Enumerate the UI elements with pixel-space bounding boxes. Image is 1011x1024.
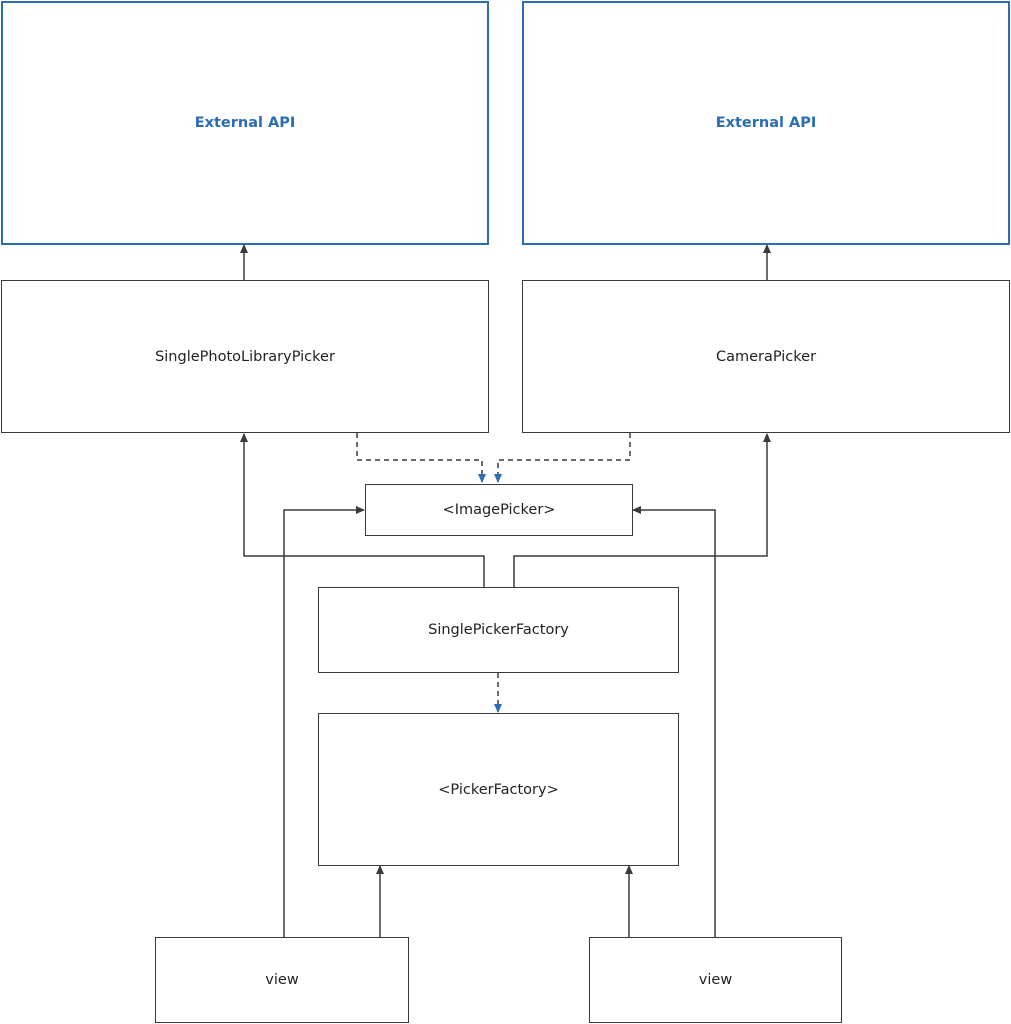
view-left-label: view [265, 972, 299, 988]
view-left-box: view [155, 937, 409, 1023]
edge-camera-picker-implements-image-picker [494, 433, 631, 483]
camera-picker-box: CameraPicker [522, 280, 1010, 433]
camera-picker-label: CameraPicker [715, 348, 817, 365]
single-photo-library-picker-label: SinglePhotoLibraryPicker [155, 348, 335, 365]
single-picker-factory-label: SinglePickerFactory [428, 622, 569, 638]
picker-factory-label: <PickerFactory> [438, 781, 559, 798]
external-api-left-label: External API [194, 115, 296, 131]
external-api-left-box: External API [1, 1, 489, 245]
single-picker-factory-box: SinglePickerFactory [318, 587, 679, 673]
external-api-right-box: External API [522, 1, 1010, 245]
edge-factory-to-library-picker [240, 433, 485, 587]
view-right-label: view [698, 972, 733, 988]
edge-view-left-to-image-picker [283, 506, 365, 937]
image-picker-box: <ImagePicker> [365, 484, 633, 536]
image-picker-label: <ImagePicker> [442, 502, 556, 518]
edge-factory-to-camera-picker [513, 433, 771, 587]
view-right-box: view [589, 937, 842, 1023]
picker-factory-box: <PickerFactory> [318, 713, 679, 866]
edge-view-right-to-image-picker [632, 506, 716, 937]
external-api-right-label: External API [715, 115, 817, 131]
edge-library-picker-implements-image-picker [356, 433, 486, 483]
single-photo-library-picker-box: SinglePhotoLibraryPicker [1, 280, 489, 433]
